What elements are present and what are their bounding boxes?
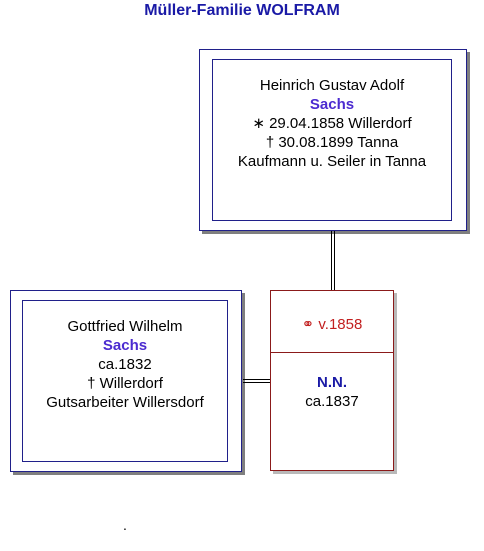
person-card-inner: Gottfried Wilhelm Sachs ca.1832 † Willer… [22,300,228,462]
footer-mark: . [123,517,127,533]
person-death: † Willerdorf [87,375,163,392]
father-birth: ∗ 29.04.1858 Willerdorf [252,115,412,132]
spouse-birth: ca.1837 [305,393,359,410]
father-death: † 30.08.1899 Tanna [265,134,399,151]
marriage-rings-icon: ⚭ [301,316,315,333]
marriage-spouse-card[interactable]: ⚭ v.1858 N.N. ca.1837 [270,290,394,471]
person-surname: Sachs [102,337,148,354]
marriage-date-text: v.1858 [314,316,363,333]
marriage-date: ⚭ v.1858 [271,315,393,333]
father-connector-line-a [331,231,332,291]
person-given-names: Gottfried Wilhelm [67,318,183,335]
page-title: Müller-Familie WOLFRAM [144,2,340,19]
person-birth: ca.1832 [98,356,152,373]
father-surname: Sachs [309,96,355,113]
father-card[interactable]: Heinrich Gustav Adolf Sachs ∗ 29.04.1858… [199,49,467,231]
person-card[interactable]: Gottfried Wilhelm Sachs ca.1832 † Willer… [10,290,242,472]
father-connector-line-b [334,231,335,291]
marriage-divider [271,352,393,353]
person-connector-line-a [243,379,271,380]
father-card-inner: Heinrich Gustav Adolf Sachs ∗ 29.04.1858… [212,59,452,221]
father-occupation: Kaufmann u. Seiler in Tanna [237,153,427,170]
father-given-names: Heinrich Gustav Adolf [259,77,405,94]
person-occupation: Gutsarbeiter Willersdorf [46,394,204,411]
person-connector-line-b [243,382,271,383]
spouse-name: N.N. [317,374,347,391]
